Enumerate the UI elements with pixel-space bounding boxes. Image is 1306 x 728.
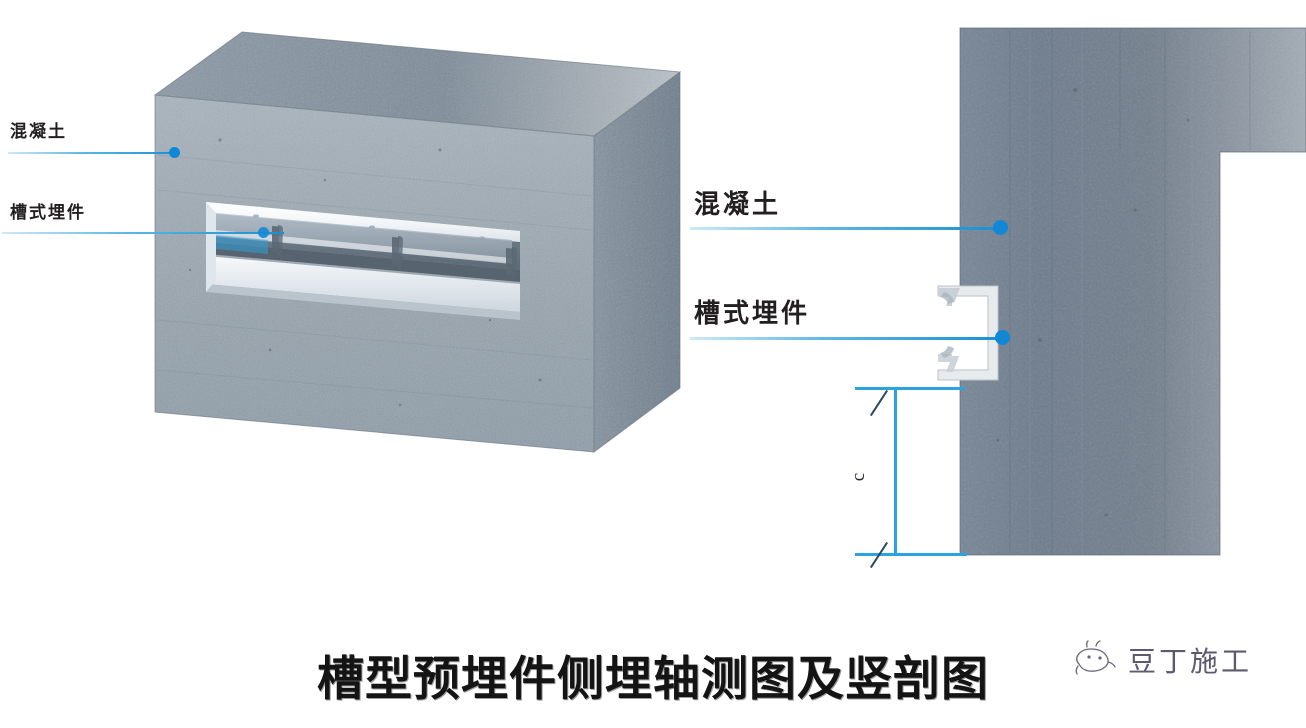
block-edges bbox=[153, 31, 682, 453]
section-svg bbox=[937, 27, 1306, 556]
section-leader-dot-concrete bbox=[993, 220, 1008, 235]
vertical-section-view bbox=[820, 10, 1306, 590]
dim-vertical-line bbox=[894, 388, 897, 556]
iso-leader-dot-channel bbox=[258, 227, 269, 238]
section-leader-concrete bbox=[690, 227, 1000, 230]
figure-title: 槽型预埋件侧埋轴测图及竖剖图 bbox=[317, 652, 989, 705]
dim-extension-bottom bbox=[855, 553, 967, 556]
mascot-icon bbox=[1075, 640, 1116, 675]
iso-label-concrete: 混凝土 bbox=[10, 122, 67, 141]
iso-leader-dot-concrete bbox=[169, 147, 180, 158]
block-side-face bbox=[594, 72, 680, 452]
iso-label-channel: 槽式埋件 bbox=[10, 203, 86, 222]
watermark: 豆丁施工 bbox=[1072, 640, 1252, 680]
dim-label-c: c bbox=[848, 472, 870, 482]
isometric-concrete-block bbox=[20, 20, 720, 500]
dim-extension-top bbox=[855, 387, 965, 390]
isometric-svg bbox=[153, 31, 682, 453]
section-label-concrete: 混凝土 bbox=[694, 189, 782, 219]
channel-section-profile bbox=[937, 285, 999, 381]
block-top-face bbox=[155, 32, 680, 136]
section-concrete-body bbox=[959, 27, 1306, 556]
section-leader-channel bbox=[690, 337, 1002, 340]
iso-leader-concrete bbox=[8, 152, 178, 154]
channel-embed-3d bbox=[206, 202, 520, 320]
section-leader-dot-channel bbox=[995, 330, 1010, 345]
section-label-channel: 槽式埋件 bbox=[694, 298, 811, 328]
iso-leader-channel bbox=[2, 232, 284, 234]
watermark-text: 豆丁施工 bbox=[1128, 646, 1253, 677]
